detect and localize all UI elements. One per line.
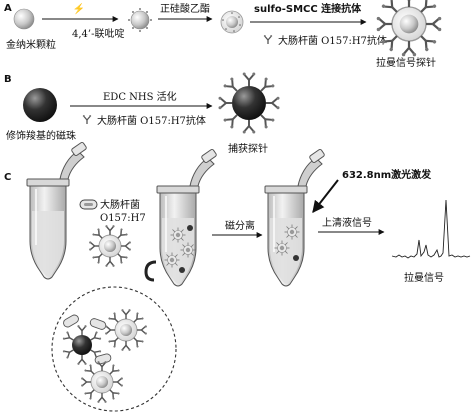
labeled-nanoparticle	[128, 8, 152, 32]
raman-probe-reagent	[89, 225, 131, 267]
panel-c-label: C	[4, 172, 11, 183]
raman-signal-label: 拉曼信号	[404, 271, 444, 284]
raman-spectrum	[391, 199, 471, 259]
bipyridine-label: 4,4’-联吡啶	[72, 27, 124, 40]
panel-b-label: B	[4, 74, 12, 85]
capture-probe	[217, 71, 281, 135]
tube-1	[26, 141, 88, 280]
antibody-label-a: 大肠杆菌 O157:H7抗体	[278, 34, 387, 47]
ecoli-label-2: O157:H7	[100, 213, 146, 224]
teos-label: 正硅酸乙酯	[160, 2, 210, 15]
ecoli-label-1: 大肠杆菌	[100, 198, 140, 211]
silica-coated-nanoparticle	[220, 10, 244, 34]
laser-arrow	[312, 179, 339, 213]
tube-3	[264, 148, 326, 287]
magnetic-bead	[23, 88, 57, 122]
panel-a-label: A	[4, 3, 12, 14]
antibody-icon	[82, 114, 92, 125]
smcc-label: sulfo-SMCC 连接抗体	[254, 2, 362, 15]
gold-nanoparticle	[13, 8, 35, 30]
bead-label: 修饰羧基的磁珠	[6, 129, 76, 142]
antibody-label-b: 大肠杆菌 O157:H7抗体	[97, 114, 206, 127]
zoom-circle	[51, 286, 177, 412]
supernatant-label: 上清液信号	[322, 216, 372, 229]
raman-probe-label: 拉曼信号探针	[376, 56, 436, 69]
raman-probe	[377, 0, 442, 56]
tube-2	[156, 148, 218, 287]
capture-probe-label: 捕获探针	[228, 142, 268, 155]
gold-np-label: 金纳米颗粒	[6, 38, 56, 51]
ecoli-bacterium	[79, 199, 98, 210]
edc-label: EDC NHS 活化	[103, 90, 177, 103]
zoom-handle	[144, 260, 157, 282]
magnetic-sep-label: 磁分离	[225, 219, 255, 232]
antibody-icon	[263, 34, 273, 45]
laser-label: 632.8nm激光激发	[342, 168, 432, 181]
reporter-mark: ⚡	[73, 2, 85, 15]
